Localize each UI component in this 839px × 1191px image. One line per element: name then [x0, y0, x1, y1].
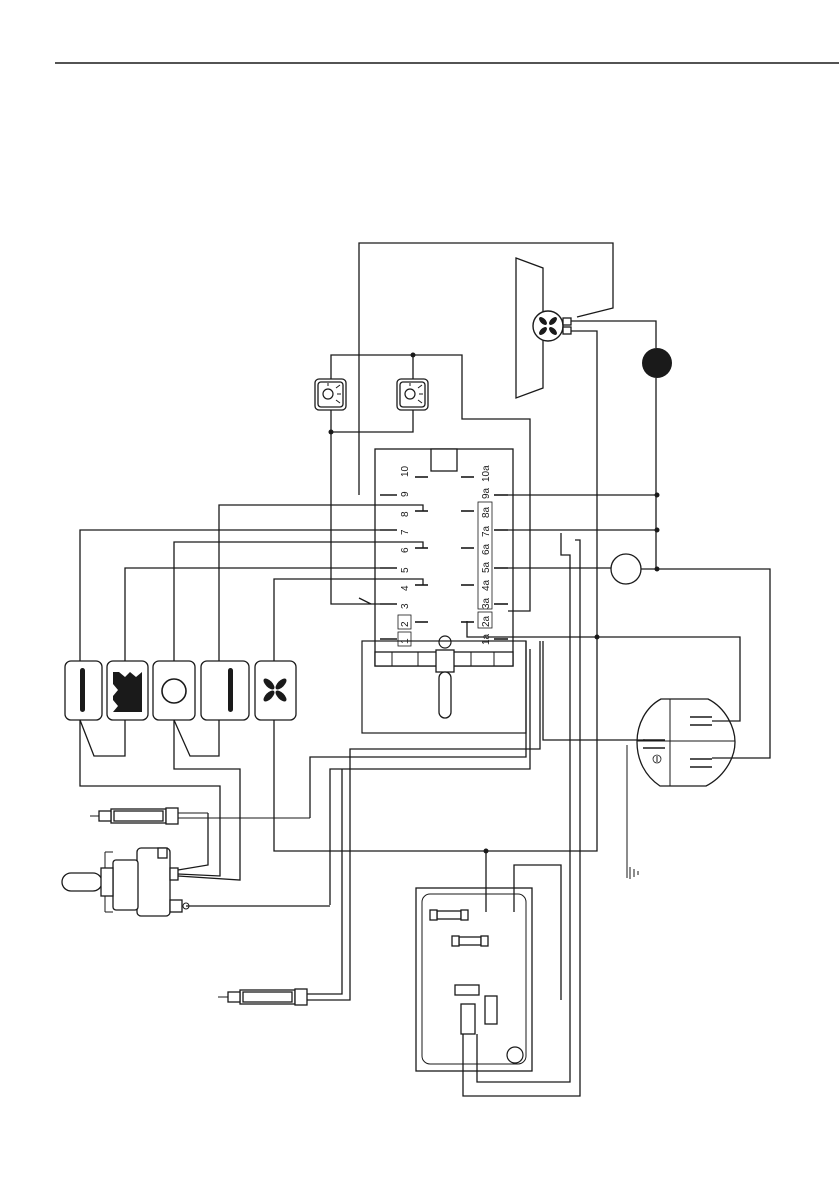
earth-icon: [627, 745, 638, 879]
terminal-label: 5a: [481, 561, 492, 573]
circular-element-icon: [153, 661, 195, 720]
indicator-light-white: [611, 554, 641, 584]
terminal-label: 1: [400, 638, 411, 644]
fan-mode-icon: [255, 661, 296, 720]
fan-motor: [516, 258, 571, 398]
terminal-label: 2: [400, 621, 411, 627]
grill-element-icon: [107, 661, 148, 720]
terminal-label: 6: [400, 547, 411, 553]
terminal-label: 9a: [481, 487, 492, 499]
terminal-label: 2a: [481, 615, 492, 627]
temperature-probe: [218, 989, 307, 1005]
door-switch: [62, 848, 189, 916]
terminal-label: 9: [400, 491, 411, 497]
indicator-light-black: [642, 348, 672, 378]
terminal-label: 7: [400, 529, 411, 535]
terminal-label: 8: [400, 511, 411, 517]
terminal-label: 4a: [481, 579, 492, 591]
thermal-cutout: [90, 808, 310, 824]
terminal-label: 8a: [481, 506, 492, 518]
oven-lamp-right: [397, 379, 428, 410]
oven-lamp-left: [315, 379, 346, 410]
top-element-icon: [201, 661, 249, 720]
power-terminal-board: [416, 888, 532, 1071]
terminal-label: 5: [400, 567, 411, 573]
terminal-label: 4: [400, 585, 411, 591]
terminal-label: 10: [400, 465, 411, 477]
terminal-label: 3a: [481, 597, 492, 609]
terminal-label: 7a: [481, 525, 492, 537]
terminal-label: 1a: [481, 633, 492, 645]
terminal-label: 10a: [481, 465, 492, 482]
terminal-label: 6a: [481, 543, 492, 555]
bottom-element-icon: [65, 661, 102, 720]
terminal-label: 3: [400, 603, 411, 609]
selector-switch: [362, 449, 526, 733]
thermostat: [637, 699, 735, 786]
